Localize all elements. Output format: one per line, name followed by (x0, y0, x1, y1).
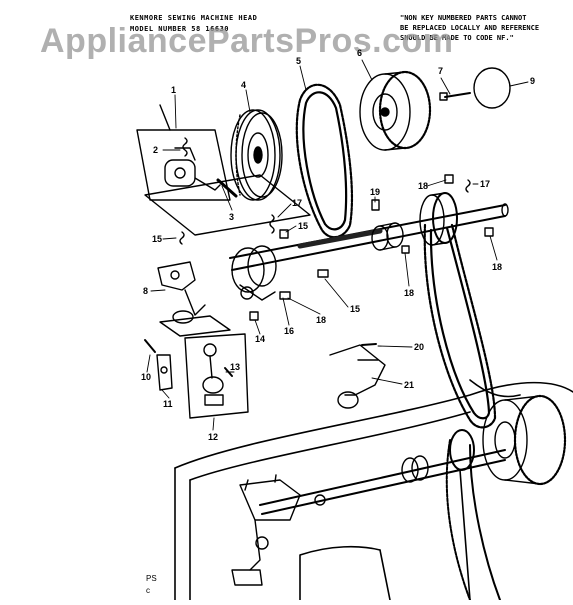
part-8-lever (157, 261, 206, 324)
part-11-lever (156, 354, 173, 391)
callout-15-mid: 15 (298, 221, 308, 231)
spring-17a (269, 214, 275, 234)
watermark: AppliancePartsPros.com (40, 22, 454, 60)
part-1-box (136, 104, 238, 201)
part-9-ring (473, 67, 511, 109)
mounting-plane (144, 174, 311, 236)
upper-shaft (229, 203, 509, 271)
part-4-pulley (230, 109, 283, 201)
callout-7: 7 (438, 66, 443, 76)
small-hardware (179, 174, 494, 377)
diagram-title: KENMORE SEWING MACHINE HEAD (130, 14, 258, 22)
screw-18c (484, 227, 494, 237)
callout-1: 1 (171, 85, 176, 95)
callout-11: 11 (163, 399, 173, 409)
part-5-belt (295, 83, 354, 239)
part-6-gear-pulley (359, 70, 432, 151)
callout-18-left: 18 (316, 315, 326, 325)
leader-lines (146, 59, 529, 431)
callout-21: 21 (404, 380, 414, 390)
callout-8: 8 (143, 286, 148, 296)
part-10-screw (144, 339, 156, 353)
callout-13: 13 (230, 362, 240, 372)
callout-3: 3 (229, 212, 234, 222)
screw-15b (317, 269, 329, 278)
callout-9: 9 (530, 76, 535, 86)
spring-15 (179, 231, 185, 245)
callout-18-mid: 18 (404, 288, 414, 298)
page-ref: PS (146, 574, 157, 583)
screw-18b (444, 174, 454, 184)
part-2-spring (182, 137, 188, 157)
callout-4: 4 (241, 80, 246, 90)
callout-18-top: 18 (418, 181, 428, 191)
shaft-collar (371, 222, 404, 251)
callout-15-low: 15 (350, 304, 360, 314)
callout-18-right: 18 (492, 262, 502, 272)
note-line-3: SHOULD BE MADE TO CODE NF." (400, 34, 514, 42)
part-21-bracket (329, 344, 386, 409)
screw-18a (401, 245, 410, 254)
part-1-bracket (164, 147, 221, 191)
callout-6: 6 (357, 48, 362, 58)
callout-12: 12 (208, 432, 218, 442)
callout-10: 10 (141, 372, 151, 382)
callout-19: 19 (370, 187, 380, 197)
callout-5: 5 (296, 56, 301, 66)
screw-20 (361, 343, 377, 346)
note-line-2: BE REPLACED LOCALLY AND REFERENCE (400, 24, 540, 32)
callout-20: 20 (414, 342, 424, 352)
shaft-crank (231, 245, 277, 301)
page-ref-sub: c (146, 586, 150, 595)
lower-left-mechanism (231, 474, 326, 586)
screw-19 (371, 199, 380, 211)
callout-16: 16 (284, 326, 294, 336)
screw-16-18 (279, 291, 291, 300)
callout-17-right: 17 (480, 179, 490, 189)
lower-gear-pulley (482, 394, 567, 486)
model-number: MODEL NUMBER 58 16630 (130, 25, 230, 33)
note-line-1: "NON KEY NUMBERED PARTS CANNOT (400, 14, 527, 22)
callout-15-left: 15 (152, 234, 162, 244)
part-7-screw (439, 92, 471, 101)
screw-15-head (279, 229, 289, 239)
callout-2: 2 (153, 145, 158, 155)
callout-17-left: 17 (292, 198, 302, 208)
part-12-link-box (184, 333, 249, 419)
spring-17b (465, 179, 471, 193)
callout-14: 14 (255, 334, 265, 344)
lever-plate (159, 315, 231, 337)
screw-14 (249, 311, 259, 321)
lower-belt-return (445, 429, 501, 601)
